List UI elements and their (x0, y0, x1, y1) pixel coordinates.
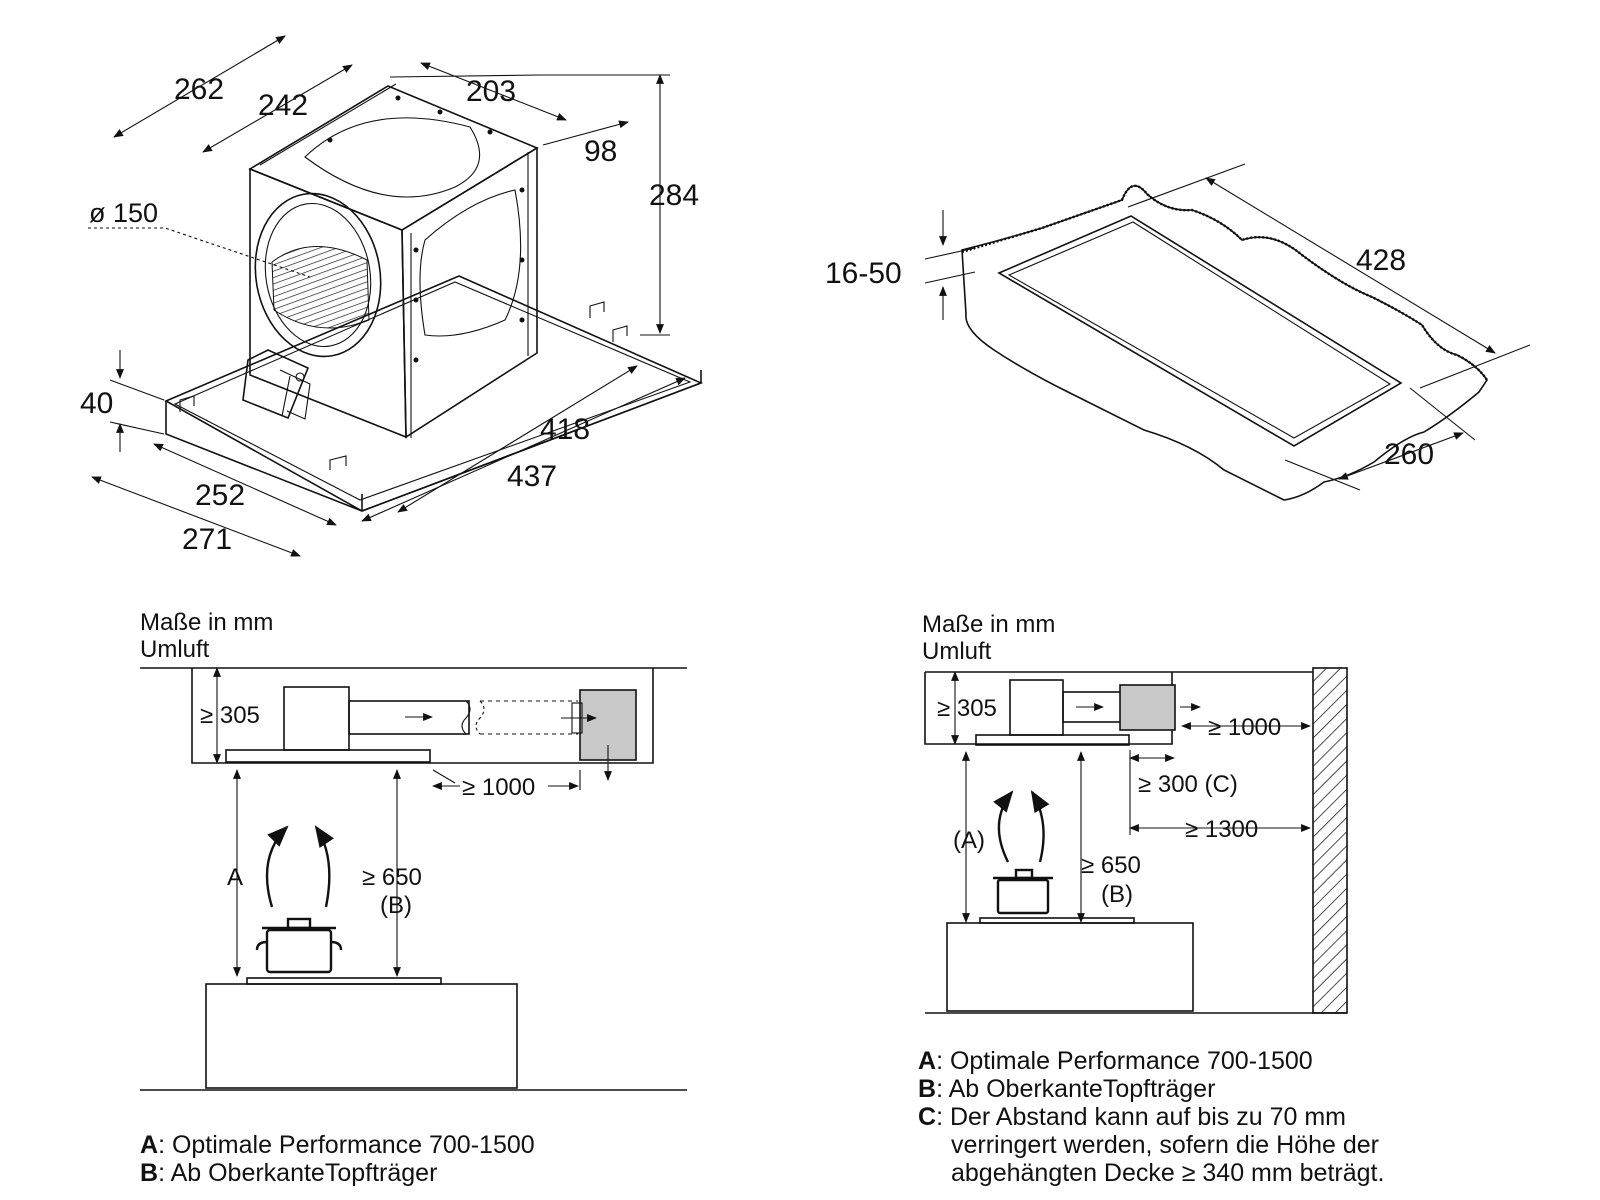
legend-text: : Der Abstand kann auf bis zu 70 mm (936, 1103, 1346, 1131)
dim-262: 262 (174, 73, 224, 106)
dim-418: 418 (540, 413, 590, 446)
ceiling-panel-drawing: 16-50 428 260 (825, 163, 1531, 501)
legend-item: abgehängten Decke ≥ 340 mm beträgt. (918, 1159, 1384, 1187)
left-dim-1000: ≥ 1000 (462, 774, 535, 801)
left-label-b: (B) (380, 892, 412, 919)
right-caption-mode: Umluft (922, 638, 992, 665)
right-dim-305: ≥ 305 (937, 695, 997, 722)
legend-item: verringert werden, sofern die Höhe der (918, 1131, 1384, 1159)
dim-428: 428 (1356, 244, 1406, 277)
right-dim-300-c: ≥ 300 (C) (1138, 771, 1238, 798)
blower-unit-drawing: 262 242 203 98 284 ø 150 40 418 437 252 … (80, 35, 704, 557)
right-dim-1300: ≥ 1300 (1185, 816, 1258, 843)
dim-242: 242 (258, 89, 308, 122)
legend-key: A (140, 1131, 159, 1159)
legend-text: : Ab OberkanteTopfträger (936, 1075, 1216, 1103)
right-label-b: (B) (1101, 881, 1133, 908)
dim-284: 284 (649, 179, 699, 212)
dim-437: 437 (507, 460, 557, 493)
dim-98: 98 (584, 135, 617, 168)
right-installation-diagram: ≥ 305 ≥ 1000 ≥ 300 (C) ≥ 1300 (A) ≥ 650 … (924, 667, 1348, 1014)
left-label-a: A (227, 864, 243, 891)
legend-text: : Optimale Performance 700-1500 (158, 1131, 535, 1159)
legend-key: C (918, 1103, 937, 1131)
right-caption-units: Maße in mm (922, 611, 1056, 638)
legend-item: B: Ab OberkanteTopfträger (140, 1159, 535, 1187)
legend-key: B (140, 1159, 159, 1187)
left-caption-units: Maße in mm (140, 609, 274, 636)
dim-271: 271 (182, 523, 232, 556)
legend-key: B (918, 1075, 937, 1103)
dim-16-50: 16-50 (825, 257, 902, 290)
dim-203: 203 (466, 75, 516, 108)
right-dim-650: ≥ 650 (1081, 852, 1141, 879)
right-label-a: (A) (953, 827, 985, 854)
legend-item: A: Optimale Performance 700-1500 (140, 1131, 535, 1159)
legend-item: C: Der Abstand kann auf bis zu 70 mm (918, 1103, 1384, 1131)
legend-text: abgehängten Decke ≥ 340 mm beträgt. (951, 1159, 1385, 1187)
right-dim-1000: ≥ 1000 (1208, 714, 1281, 741)
legend-item: B: Ab OberkanteTopfträger (918, 1075, 1384, 1103)
left-dim-650: ≥ 650 (362, 864, 422, 891)
dim-252: 252 (195, 479, 245, 512)
legend-text: verringert werden, sofern die Höhe der (951, 1131, 1380, 1159)
left-caption-mode: Umluft (140, 636, 210, 663)
left-legend: A: Optimale Performance 700-1500 B: Ab O… (140, 1131, 535, 1187)
legend-item: A: Optimale Performance 700-1500 (918, 1047, 1384, 1075)
dim-40: 40 (80, 387, 113, 420)
right-caption: Maße in mm Umluft (922, 611, 1055, 665)
left-caption: Maße in mm Umluft (140, 609, 273, 663)
legend-key: A (918, 1047, 937, 1075)
left-installation-diagram: ≥ 305 ≥ 1000 A ≥ 650 (B) (140, 667, 687, 1091)
dim-260: 260 (1384, 438, 1434, 471)
left-dim-305: ≥ 305 (200, 702, 260, 729)
legend-text: : Ab OberkanteTopfträger (158, 1159, 438, 1187)
dim-diameter-150: ø 150 (89, 198, 158, 228)
legend-text: : Optimale Performance 700-1500 (936, 1047, 1313, 1075)
right-legend: A: Optimale Performance 700-1500 B: Ab O… (918, 1047, 1384, 1187)
